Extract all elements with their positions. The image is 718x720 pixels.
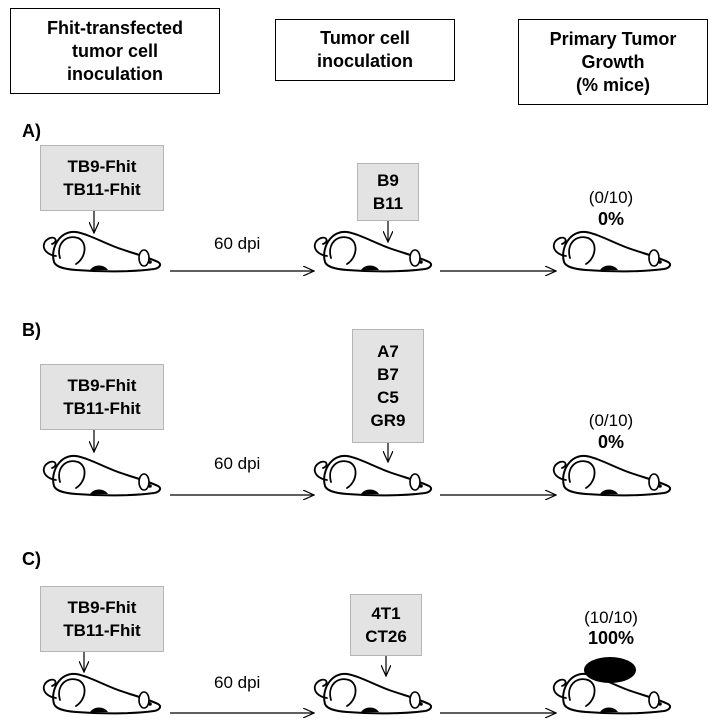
row-c-mouse-1-icon <box>42 672 162 715</box>
row-c-ratio: (10/10) <box>584 608 638 627</box>
row-c-pretreatment-label: TB9-Fhit TB11-Fhit <box>63 598 141 640</box>
header-tumor-inoculation: Tumor cell inoculation <box>275 19 455 81</box>
row-a-interval-label: 60 dpi <box>214 234 261 253</box>
row-a-mouse-1-icon <box>42 230 162 273</box>
header-primary-tumor-growth: Primary Tumor Growth (% mice) <box>518 19 708 105</box>
row-c-mouse-2-icon <box>313 672 433 715</box>
row-b-pretreatment-label: TB9-Fhit TB11-Fhit <box>63 376 141 418</box>
tumor-mass-icon <box>584 657 636 683</box>
header-fhit-transfected: Fhit-transfected tumor cell inoculation <box>10 8 220 94</box>
row-b-challenge-label: A7 B7 C5 GR9 <box>370 342 406 430</box>
row-c-challenge-box: 4T1 CT26 <box>350 594 422 656</box>
row-b-ratio: (0/10) <box>588 411 634 430</box>
row-c-pretreatment-box: TB9-Fhit TB11-Fhit <box>40 586 164 652</box>
row-b-mouse-3-icon <box>552 454 672 497</box>
row-b-mouse-1-icon <box>42 454 162 497</box>
header-fhit-transfected-label: Fhit-transfected tumor cell inoculation <box>46 17 183 84</box>
row-a-pretreatment-label: TB9-Fhit TB11-Fhit <box>63 157 141 199</box>
row-a-mouse-2-icon <box>313 230 433 273</box>
row-c-percent: 100% <box>587 628 635 648</box>
row-b-percent: 0% <box>597 432 624 452</box>
row-b-interval-label: 60 dpi <box>214 454 261 473</box>
row-a-percent: 0% <box>597 209 624 229</box>
header-tumor-inoculation-label: Tumor cell inoculation <box>317 28 413 71</box>
row-c-label: C) <box>22 549 41 569</box>
row-b-pretreatment-box: TB9-Fhit TB11-Fhit <box>40 364 164 430</box>
row-a-ratio: (0/10) <box>588 188 634 207</box>
row-c-interval-label: 60 dpi <box>214 673 261 692</box>
row-a-challenge-label: B9 B11 <box>372 171 404 213</box>
row-a-label: A) <box>22 121 41 141</box>
row-c-challenge-label: 4T1 CT26 <box>365 604 407 646</box>
row-b-challenge-box: A7 B7 C5 GR9 <box>352 329 424 443</box>
row-a-challenge-box: B9 B11 <box>357 163 419 221</box>
header-primary-tumor-growth-label: Primary Tumor Growth (% mice) <box>549 28 677 95</box>
row-b-mouse-2-icon <box>313 454 433 497</box>
row-a-pretreatment-box: TB9-Fhit TB11-Fhit <box>40 145 164 211</box>
row-a-mouse-3-icon <box>552 230 672 273</box>
row-b-label: B) <box>22 320 41 340</box>
